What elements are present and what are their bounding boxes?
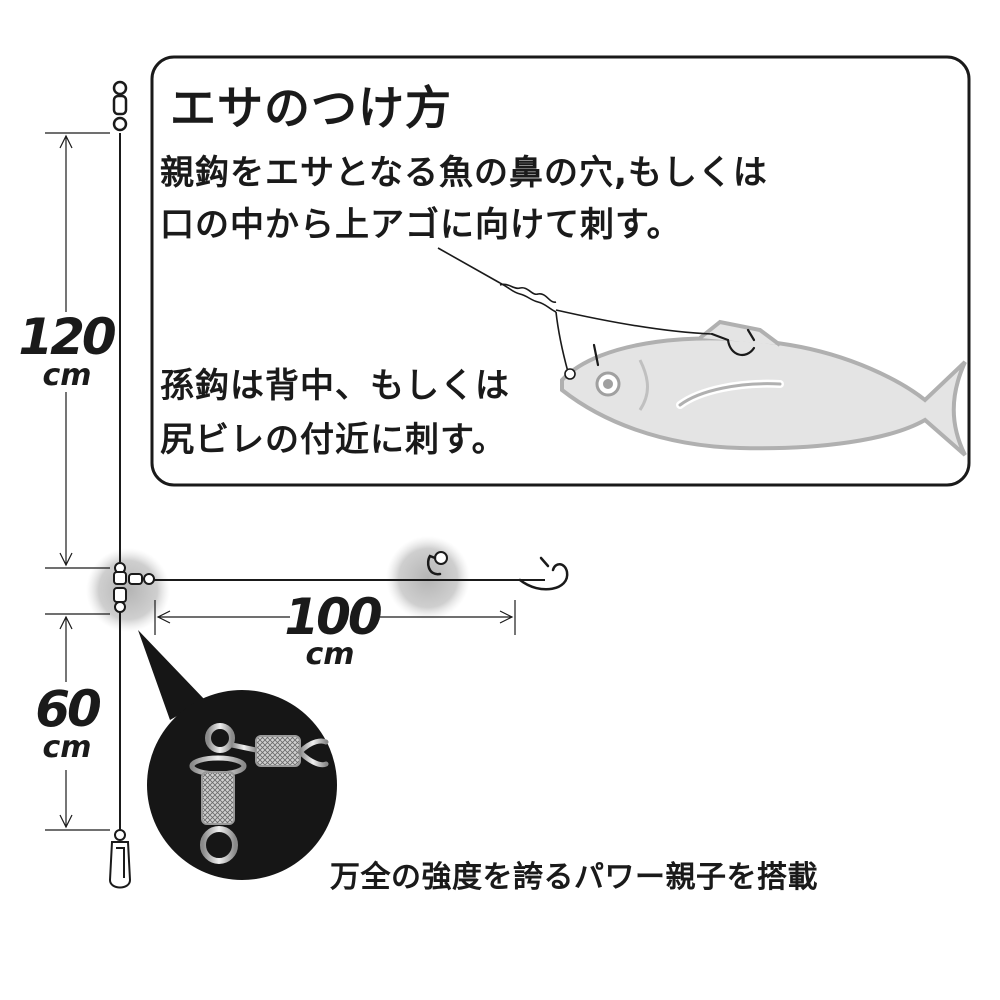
instruction-line-4: 尻ビレの付近に刺す。 (160, 420, 507, 460)
zoom-callout (138, 630, 337, 880)
instruction-line-2: 口の中から上アゴに向けて刺す。 (160, 205, 682, 245)
upper-length-unit: cm (42, 358, 92, 393)
dimension-branch (154, 600, 516, 635)
fish-hooks (592, 328, 756, 367)
center-swivel (113, 562, 155, 613)
swivel-caption: 万全の強度を誇るパワー親子を搭載 (330, 860, 818, 895)
bait-rig-line (437, 247, 713, 380)
hook-highlight (386, 536, 470, 620)
branch-length-value: 100 (284, 588, 382, 646)
main-hook (518, 556, 569, 591)
instruction-line-3: 孫鈎は背中、もしくは (160, 366, 510, 406)
trailer-hook (426, 551, 448, 576)
top-swivel (112, 80, 128, 132)
dimension-lower (45, 613, 110, 831)
lower-length-unit: cm (42, 730, 92, 765)
instruction-title: エサのつけ方 (170, 81, 452, 135)
dimension-upper (45, 132, 110, 569)
lower-length-value: 60 (35, 680, 102, 738)
instruction-line-1: 親鈎をエサとなる魚の鼻の穴,もしくは (160, 153, 768, 193)
upper-length-value: 120 (18, 308, 116, 366)
swivel-highlight (86, 548, 170, 632)
bottom-snap (108, 829, 132, 889)
branch-length-unit: cm (305, 637, 355, 672)
